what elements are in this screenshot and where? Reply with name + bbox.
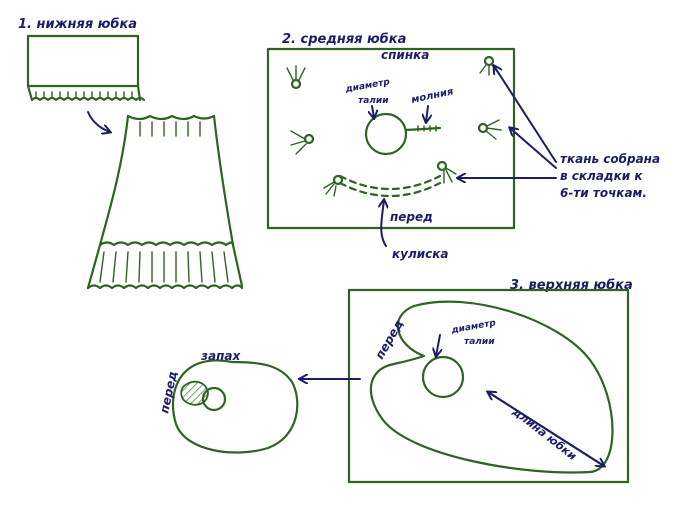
waist-arrow — [372, 105, 374, 118]
skirt-length-arrow — [488, 392, 604, 466]
folds-arrows — [458, 66, 557, 178]
section1-title: 1. нижняя юбка — [18, 17, 137, 32]
section2-title: 2. средняя юбка — [282, 32, 406, 47]
waist-label-line1: диаметр — [344, 77, 391, 95]
front-label-middle: перед — [390, 210, 433, 224]
zipper-arrow — [426, 105, 428, 122]
drawstring-arrow — [381, 200, 386, 247]
folds-note-line3: 6-ти точкам. — [560, 186, 647, 200]
folds-note-line2: в складки к — [560, 169, 643, 183]
drawstring-label: кулиска — [392, 247, 449, 261]
strip-to-skirt-arrow — [87, 111, 110, 132]
upper-skirt-panel — [347, 288, 630, 484]
upper-waist-label-line2: талии — [464, 337, 495, 347]
back-label: спинка — [381, 48, 429, 62]
wrap-overlap-label: запах — [200, 349, 241, 363]
waist-label-line2: талии — [358, 96, 389, 106]
upper-waist-label-line1: диаметр — [450, 318, 497, 336]
lower-skirt-drawing — [86, 114, 244, 290]
fabric-strip — [26, 34, 146, 102]
zipper-label: молния — [410, 86, 455, 106]
wrap-front-label: перед — [157, 370, 180, 415]
folds-note-line1: ткань собрана — [560, 152, 660, 166]
upper-waist-arrow — [436, 334, 440, 356]
middle-skirt-panel — [266, 47, 516, 230]
wrap-skirt-drawing — [171, 359, 299, 454]
